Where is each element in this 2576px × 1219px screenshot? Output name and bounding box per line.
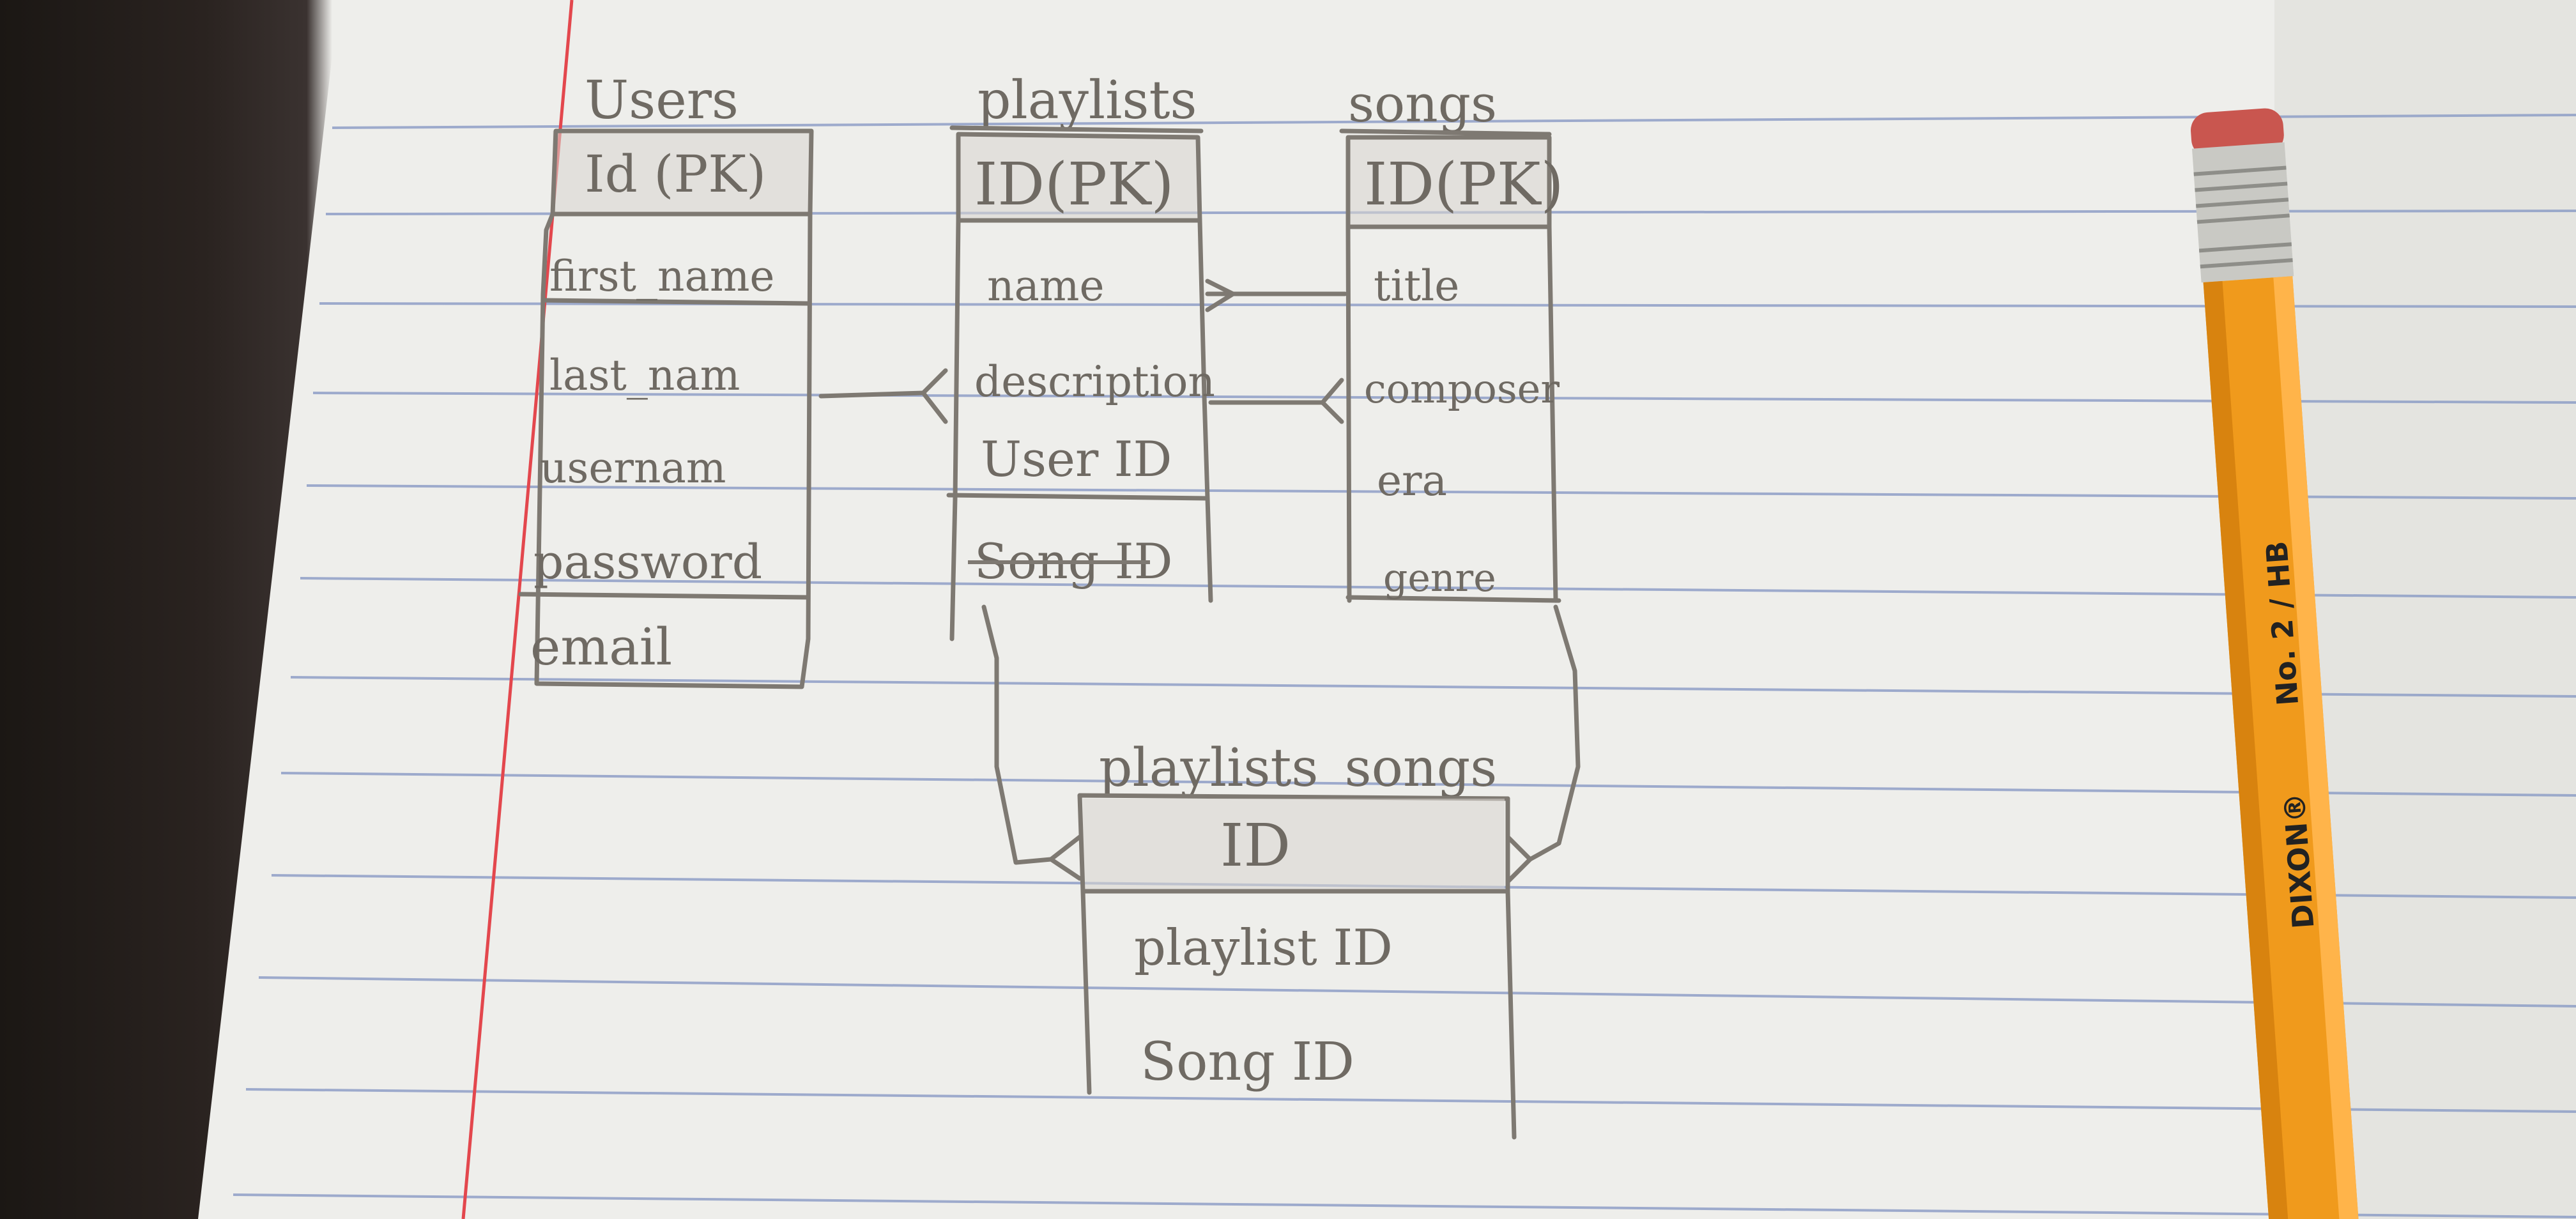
songs-field-era: era <box>1377 456 1447 505</box>
connector-users-playlists <box>818 390 926 399</box>
playlists-header: ID(PK) <box>974 150 1174 218</box>
table-playlists: playlists ID(PK) name description User I… <box>946 70 1215 641</box>
table-users: Users Id (PK) first_name last_nam userna… <box>518 70 814 689</box>
crowfoot-name-title <box>1205 279 1236 312</box>
songs-field-title: title <box>1374 261 1459 310</box>
crowfoot-playlists-junction <box>1048 834 1082 881</box>
crowfoot-description-composer <box>1320 378 1344 424</box>
table-playlists-songs: playlists_songs ID playlist ID Song ID <box>1077 738 1517 1140</box>
users-field-password: password <box>533 535 762 590</box>
users-field-email: email <box>530 617 672 677</box>
users-field-username: usernam <box>540 443 726 493</box>
playlists-field-user-id: User ID <box>981 431 1172 487</box>
crowfoot-songs-junction <box>1505 834 1533 884</box>
playlists-songs-title: playlists_songs <box>1099 738 1497 799</box>
table-songs: songs ID(PK) title composer era genre <box>1339 74 1564 603</box>
playlists-songs-field-song-id: Song ID <box>1140 1032 1354 1092</box>
users-header: Id (PK) <box>585 144 766 204</box>
playlists-field-name: name <box>987 261 1105 310</box>
songs-title: songs <box>1348 74 1497 134</box>
songs-field-composer: composer <box>1364 365 1560 412</box>
users-field-first-name: first_name <box>549 252 774 301</box>
playlists-songs-header: ID <box>1220 811 1291 880</box>
songs-header: ID(PK) <box>1364 150 1564 218</box>
songs-field-genre: genre <box>1383 556 1496 601</box>
users-title: Users <box>585 70 739 131</box>
relationship-connectors <box>818 279 1581 884</box>
users-field-last-name: last_nam <box>549 351 740 400</box>
playlists-field-description: description <box>974 357 1215 406</box>
playlists-title: playlists <box>977 70 1197 131</box>
crowfoot-users-playlists <box>921 368 948 424</box>
connector-songs-junction <box>1528 604 1581 862</box>
adjacent-page <box>2274 0 2576 1219</box>
playlists-songs-field-playlist-id: playlist ID <box>1134 919 1393 977</box>
connector-playlists-junction <box>981 604 1054 865</box>
